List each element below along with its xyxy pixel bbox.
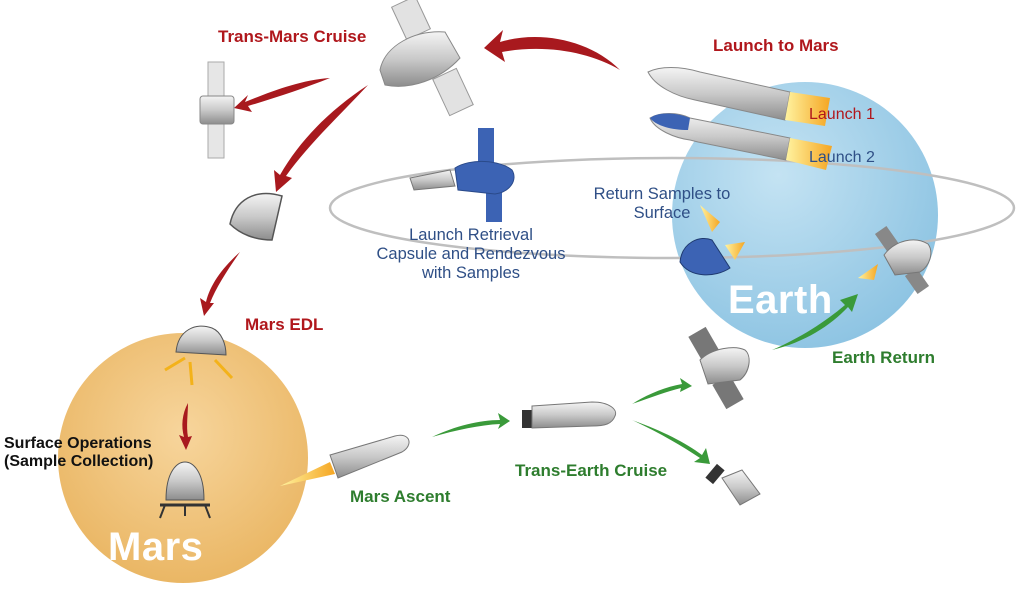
trans-earth-vehicle xyxy=(522,401,617,429)
return-spacecraft xyxy=(688,326,750,410)
label-return-samples: Return Samples to Surface xyxy=(582,185,742,223)
label-return-samples-line2: Surface xyxy=(633,203,691,222)
label-earth-return: Earth Return xyxy=(832,348,935,367)
launch-rocket-1 xyxy=(647,67,830,126)
entry-capsule xyxy=(229,192,283,241)
label-mars-ascent: Mars Ascent xyxy=(350,487,451,506)
label-launch-1: Launch 1 xyxy=(809,106,875,123)
label-return-samples-line1: Return Samples to xyxy=(593,185,731,203)
label-trans-earth-cruise: Trans-Earth Cruise xyxy=(515,461,668,480)
label-surface-operations-line1: Surface Operations xyxy=(4,435,152,452)
launch-rocket-2 xyxy=(649,113,832,170)
label-surface-operations-line2: (Sample Collection) xyxy=(4,453,154,471)
label-surface-operations: Surface Operations (Sample Collection) xyxy=(4,435,153,472)
earth-label: Earth xyxy=(728,278,833,322)
mars-ascent-rocket xyxy=(280,434,410,486)
return-arrows xyxy=(432,294,858,464)
label-launch-retrieval: Launch Retrieval Capsule and Rendezvous … xyxy=(366,226,576,283)
label-trans-mars-cruise: Trans-Mars Cruise xyxy=(218,27,367,46)
label-launch-to-mars: Launch to Mars xyxy=(713,36,839,55)
cruise-spacecraft xyxy=(379,0,474,117)
mars-planet xyxy=(58,333,308,583)
return-capsule xyxy=(679,205,745,276)
earth-orbit-spacecraft xyxy=(858,225,932,295)
outbound-arrows xyxy=(179,30,620,450)
label-launch-retrieval-line3: with Samples xyxy=(421,263,521,282)
label-launch-2: Launch 2 xyxy=(809,149,875,166)
retrieval-spacecraft xyxy=(409,128,515,222)
label-launch-retrieval-line1: Launch Retrieval xyxy=(409,226,533,244)
surface-lander xyxy=(159,461,211,519)
jettisoned-stage xyxy=(705,463,761,506)
label-mars-edl: Mars EDL xyxy=(245,315,324,334)
mars-label: Mars xyxy=(108,525,204,569)
earth-orbit xyxy=(328,156,1016,260)
edl-lander xyxy=(164,325,234,386)
small-spacecraft xyxy=(199,61,235,159)
label-launch-retrieval-line2: Capsule and Rendezvous xyxy=(376,244,566,263)
